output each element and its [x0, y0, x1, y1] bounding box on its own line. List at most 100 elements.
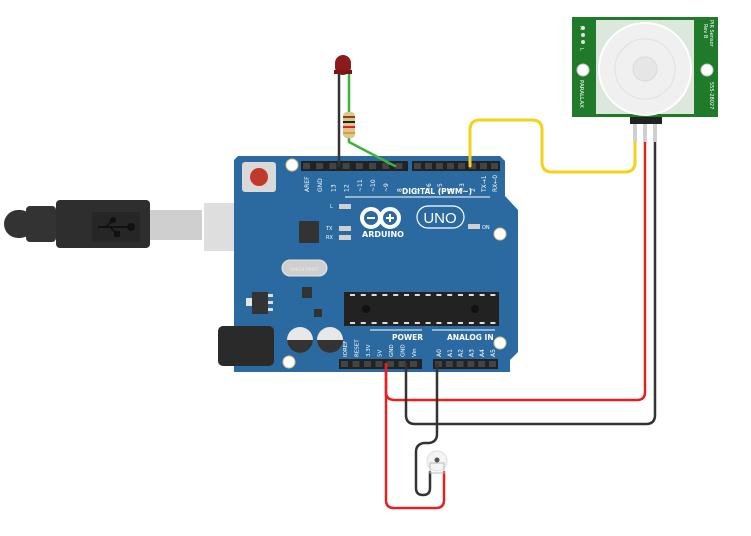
pin-label: GND	[401, 344, 407, 357]
capacitor	[317, 327, 343, 353]
pir-part-number: 555-28027	[708, 82, 714, 109]
header-pin[interactable]	[467, 361, 475, 367]
pin-label: 4	[448, 188, 455, 192]
pin-label: GND	[317, 178, 324, 192]
header-pin[interactable]	[425, 163, 432, 169]
header-pin[interactable]	[375, 361, 383, 367]
header-pin[interactable]	[491, 163, 498, 169]
capacitor	[287, 327, 313, 353]
pin-label: 13	[330, 184, 337, 192]
header-pin[interactable]	[489, 361, 496, 367]
pin-label: TX→1	[481, 175, 488, 193]
pin-label: ~9	[383, 183, 390, 192]
arduino-logo-icon	[360, 207, 401, 229]
wire-sensor-a0[interactable]	[414, 362, 439, 497]
header-pin[interactable]	[395, 163, 403, 169]
crystal-label: SPK16.000G	[290, 267, 318, 273]
led-on	[468, 224, 480, 229]
resistor[interactable]	[343, 112, 355, 138]
digital-header-label: DIGITAL (PWM~)	[402, 187, 472, 196]
wire-pir-signal[interactable]	[468, 118, 637, 174]
header-pin[interactable]	[410, 361, 417, 367]
model-label: UNO	[423, 210, 456, 227]
header-pin[interactable]	[329, 163, 337, 169]
header-pin[interactable]	[382, 163, 390, 169]
mount-hole	[282, 355, 296, 369]
reset-button[interactable]	[250, 168, 268, 186]
wire-pir-gnd[interactable]	[404, 138, 657, 426]
header-pin[interactable]	[414, 163, 421, 169]
pin-label: 2	[470, 188, 477, 192]
pir-brand: PARALLAX	[578, 80, 584, 108]
mount-hole	[285, 158, 299, 172]
analog-header-label: ANALOG IN	[447, 333, 494, 342]
pin-label: ~6	[426, 183, 433, 192]
header-pin[interactable]	[364, 361, 371, 367]
pir-jumper-l: L	[578, 48, 584, 51]
pin-label: IOREF	[343, 341, 349, 357]
header-pin[interactable]	[445, 361, 453, 367]
mount-hole	[493, 227, 507, 241]
pin-label: AREF	[304, 176, 311, 192]
brand-label: ARDUINO	[362, 230, 404, 239]
header-pin[interactable]	[387, 361, 394, 367]
header-pin[interactable]	[447, 163, 454, 169]
usb-cable[interactable]	[4, 200, 250, 251]
usb-chip	[299, 221, 319, 243]
pin-label: ~5	[437, 183, 444, 192]
uno-badge	[416, 205, 465, 229]
mount-hole	[493, 336, 507, 350]
voltage-regulator	[252, 292, 268, 314]
header-pin[interactable]	[341, 361, 348, 367]
light-sensor[interactable]	[426, 450, 448, 474]
led-tx	[339, 226, 351, 231]
pin-label: 8	[396, 188, 403, 192]
header-pin[interactable]	[352, 361, 360, 367]
pin-label: A3	[468, 349, 475, 357]
pir-sensor[interactable]: H L PARALLAX PIR Sensor Rev B 555-28027	[572, 17, 718, 142]
led-on-label: ON	[482, 225, 490, 231]
digital-header-right[interactable]	[412, 161, 500, 171]
usb-plug-metal	[150, 210, 202, 240]
pin-label: RX←0	[492, 175, 499, 192]
pir-rev: Rev B	[702, 24, 708, 39]
header-pin[interactable]	[355, 163, 363, 169]
digital-header-left[interactable]	[301, 161, 408, 171]
pin-label: 5V	[378, 350, 384, 357]
header-pin[interactable]	[458, 163, 465, 169]
pin-label: A1	[447, 349, 454, 357]
crystal	[281, 259, 328, 277]
header-pin[interactable]	[435, 361, 442, 367]
pir-title: PIR Sensor	[708, 20, 714, 48]
wire-led-pin9[interactable]	[347, 72, 397, 168]
header-pin[interactable]	[480, 163, 487, 169]
power-header-label: POWER	[392, 333, 423, 342]
header-pin[interactable]	[303, 163, 310, 169]
header-pin[interactable]	[342, 163, 350, 169]
header-pin[interactable]	[398, 361, 406, 367]
header-pin[interactable]	[469, 163, 476, 169]
header-pin[interactable]	[436, 163, 443, 169]
red-led[interactable]	[334, 55, 352, 75]
led-rx	[339, 235, 351, 240]
header-pin[interactable]	[316, 163, 324, 169]
pin-label: A0	[436, 349, 443, 357]
header-pin[interactable]	[478, 361, 486, 367]
pin-label: RESET	[355, 339, 361, 357]
pin-label: A4	[479, 349, 486, 357]
pin-label: 3.3V	[366, 344, 372, 357]
led-l	[339, 204, 351, 209]
pin-label: ~11	[357, 179, 364, 192]
led-tx-label: TX	[325, 226, 333, 232]
analog-header[interactable]	[433, 359, 498, 369]
pin-label: 7	[415, 188, 422, 192]
header-pin[interactable]	[369, 163, 376, 169]
wires	[337, 72, 657, 510]
pin-label: A2	[458, 349, 465, 357]
header-pin[interactable]	[456, 361, 464, 367]
wire-sensor-5v[interactable]	[384, 362, 446, 510]
led-rx-label: RX	[326, 235, 333, 241]
power-jack[interactable]	[218, 326, 274, 366]
